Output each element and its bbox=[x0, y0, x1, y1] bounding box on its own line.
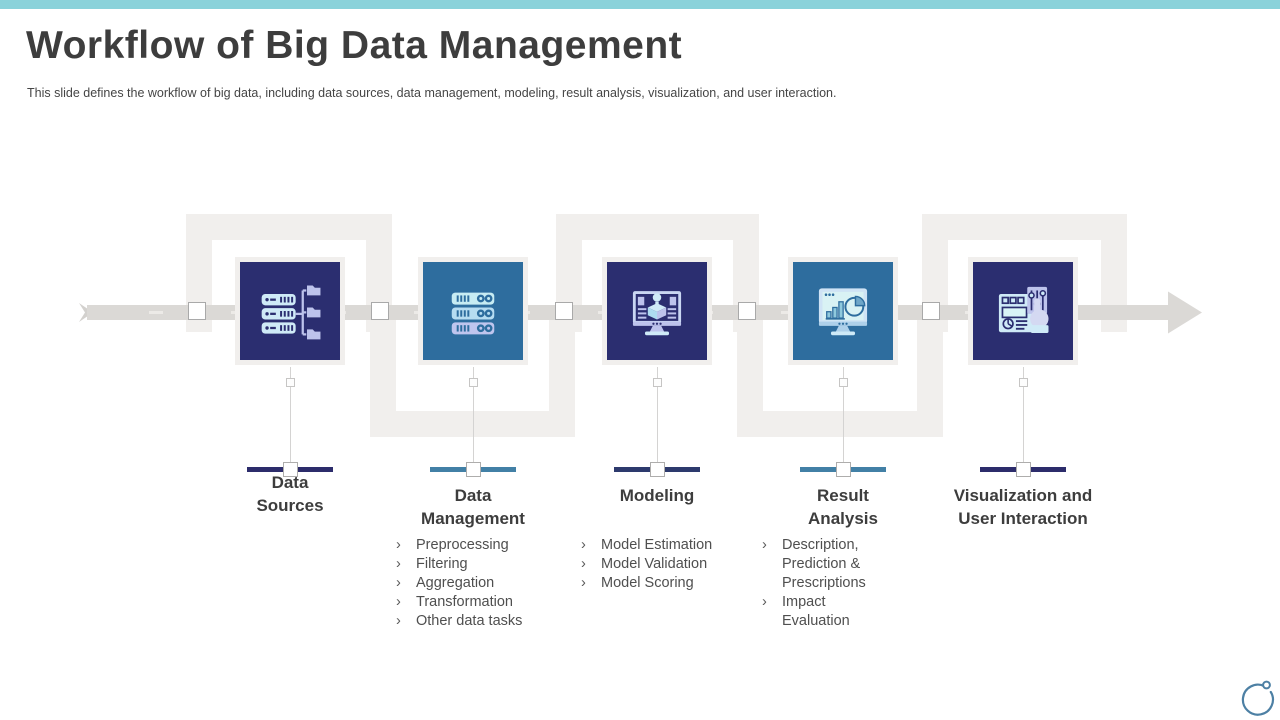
arrow-node-handle bbox=[371, 302, 389, 320]
connector-handle-large bbox=[650, 462, 665, 477]
connector-handle-small bbox=[653, 378, 662, 387]
server-rack-icon bbox=[451, 292, 495, 335]
top-accent-bar bbox=[0, 0, 1280, 9]
bullet-list-modeling: › Model Estimation › Model Validation › Model… bbox=[581, 536, 751, 593]
connector-bracket-up-1 bbox=[186, 214, 392, 332]
circular-ring-logo bbox=[1241, 680, 1274, 716]
bullet-text: Model Scoring bbox=[601, 575, 694, 591]
connector-handle-large bbox=[836, 462, 851, 477]
bullet-chevron: › bbox=[396, 537, 401, 553]
arrow-node-handle bbox=[922, 302, 940, 320]
step-label-data-management: Data Management bbox=[421, 486, 525, 528]
bullet-text: Transformation bbox=[416, 594, 513, 610]
bullet-text: Impact Evaluation bbox=[782, 594, 850, 629]
step-label-modeling: Modeling bbox=[619, 486, 695, 505]
step-tile-data-sources bbox=[235, 257, 345, 365]
connector-handle-small bbox=[469, 378, 478, 387]
step-label-result-analysis: Result Analysis bbox=[808, 486, 878, 528]
connector-handle-large bbox=[283, 462, 298, 477]
bullet-item: › Preprocessing bbox=[396, 536, 556, 555]
bullet-chevron: › bbox=[396, 594, 401, 610]
step-tile-result-analysis bbox=[788, 257, 898, 365]
step-label-data-sources: Data Sources bbox=[256, 473, 324, 515]
bullet-chevron: › bbox=[581, 556, 586, 572]
drop-connector bbox=[473, 367, 474, 470]
arrow-node-handle bbox=[188, 302, 206, 320]
page-title: Workflow of Big Data Management bbox=[26, 24, 683, 67]
dashboard-touch-icon bbox=[998, 286, 1049, 333]
drop-connector bbox=[843, 367, 844, 470]
bullet-item: › Model Estimation bbox=[581, 536, 751, 555]
bullet-item: › Impact Evaluation bbox=[762, 593, 914, 631]
bullet-text: Model Estimation bbox=[601, 537, 713, 553]
bullet-list-data-management: › Preprocessing › Filtering › Aggregation › Tra… bbox=[396, 536, 556, 631]
drop-connector bbox=[1023, 367, 1024, 470]
drop-connector bbox=[657, 367, 658, 470]
drop-connector bbox=[290, 367, 291, 470]
step-tile-data-management bbox=[418, 257, 528, 365]
bullet-text: Aggregation bbox=[416, 575, 495, 591]
connector-bracket-down-4 bbox=[737, 319, 943, 437]
bullet-text: Description, Prediction & Prescriptions bbox=[782, 537, 866, 591]
bullet-chevron: › bbox=[581, 575, 586, 591]
bullet-text: Preprocessing bbox=[416, 537, 509, 553]
arrow-node-handle bbox=[738, 302, 756, 320]
arrow-dash bbox=[149, 311, 163, 314]
bullet-item: › Transformation bbox=[396, 593, 556, 612]
page-subtitle: This slide defines the workflow of big d… bbox=[27, 86, 837, 100]
bullet-chevron: › bbox=[762, 594, 767, 610]
bullet-item: › Model Validation bbox=[581, 555, 751, 574]
connector-handle-large bbox=[1016, 462, 1031, 477]
bullet-item: › Model Scoring bbox=[581, 574, 751, 593]
bullet-chevron: › bbox=[762, 537, 767, 553]
connector-bracket-down-2 bbox=[370, 319, 575, 437]
bullet-chevron: › bbox=[581, 537, 586, 553]
bullet-item: › Description, Prediction & Prescriptions bbox=[762, 536, 914, 593]
connector-handle-small bbox=[1019, 378, 1028, 387]
database-folders-icon bbox=[261, 285, 321, 340]
connector-handle-small bbox=[286, 378, 295, 387]
monitor-charts-icon bbox=[818, 288, 868, 336]
connector-handle-small bbox=[839, 378, 848, 387]
monitor-idea-box-icon bbox=[632, 291, 682, 336]
bullet-chevron: › bbox=[396, 575, 401, 591]
bullet-text: Filtering bbox=[416, 556, 468, 572]
bullet-text: Model Validation bbox=[601, 556, 708, 572]
bullet-chevron: › bbox=[396, 613, 401, 629]
bullet-item: › Aggregation bbox=[396, 574, 556, 593]
arrow-node-handle bbox=[555, 302, 573, 320]
bullet-item: › Filtering bbox=[396, 555, 556, 574]
step-tile-visualization bbox=[968, 257, 1078, 365]
bullet-list-result-analysis: › Description, Prediction & Prescriptions… bbox=[762, 536, 914, 631]
bullet-text: Other data tasks bbox=[416, 613, 523, 629]
connector-handle-large bbox=[466, 462, 481, 477]
bullet-chevron: › bbox=[396, 556, 401, 572]
bullet-item: › Other data tasks bbox=[396, 612, 556, 631]
step-tile-modeling bbox=[602, 257, 712, 365]
step-label-visualization: Visualization and User Interaction bbox=[953, 486, 1093, 528]
